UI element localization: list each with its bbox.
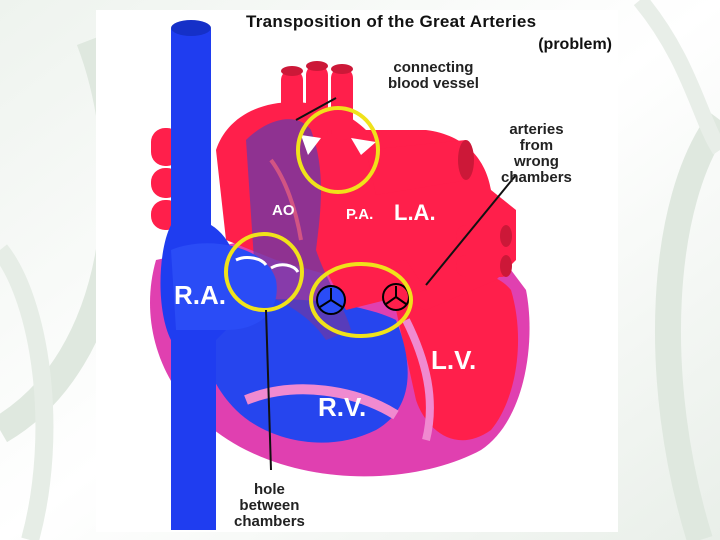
heart-diagram-panel: Transposition of the Great Arteries (pro… [96, 10, 618, 532]
annotation-wrong-arteries: arteries from wrong chambers [501, 121, 572, 186]
annotation-hole: hole between chambers [234, 481, 305, 530]
label-left-ventricle: L.V. [431, 345, 477, 375]
label-right-atrium: R.A. [174, 280, 226, 310]
diagram-subtitle: (problem) [538, 36, 612, 53]
heart-illustration [150, 20, 530, 530]
label-pulmonary-artery: P.A. [346, 206, 374, 223]
annotation-connecting-vessel: connecting blood vessel [388, 59, 479, 92]
label-left-atrium: L.A. [394, 200, 436, 225]
highlight-connecting-vessel [296, 106, 380, 194]
highlight-hole [224, 232, 304, 312]
label-right-ventricle: R.V. [318, 392, 367, 422]
label-aorta: AO [272, 202, 295, 219]
diagram-title: Transposition of the Great Arteries [246, 12, 537, 31]
highlight-wrong-arteries [309, 262, 413, 338]
